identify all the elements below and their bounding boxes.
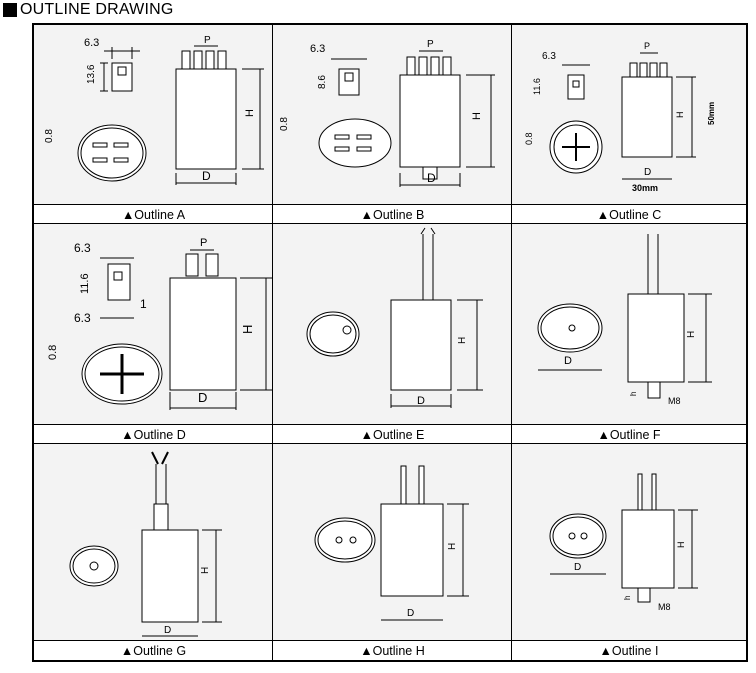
- grid-divider: [34, 443, 746, 444]
- outline-a-cell: 6.3 13.6 P H: [34, 25, 273, 224]
- outline-f-drawing: M8 h H D: [537, 234, 712, 406]
- outline-i-drawing: M8 h H D: [549, 473, 698, 612]
- dim-p-d: P: [200, 237, 207, 249]
- outline-f-caption: ▲Outline F: [512, 424, 746, 444]
- dim-p-c: P: [644, 41, 650, 51]
- grid-divider: [34, 223, 746, 224]
- dim-p-a: P: [204, 35, 211, 46]
- dim-1-d: 1: [140, 297, 147, 311]
- dim-h-e: H: [457, 337, 468, 344]
- outline-c-caption: ▲Outline C: [512, 204, 746, 224]
- dim-0-8-c: 0.8: [524, 132, 534, 145]
- outline-c-cell: 6.3 11.6 P H 50mm D 30mm: [512, 25, 746, 224]
- outline-g-drawing: H D: [69, 451, 222, 637]
- outline-c-drawing: 6.3 11.6 P H 50mm D 30mm: [524, 41, 716, 193]
- header-square-icon: [3, 3, 17, 17]
- dim-hs-f: h: [629, 392, 638, 396]
- outline-f-cell: M8 h H D ▲Outline F: [512, 224, 746, 444]
- dim-0-8-a: 0.8: [44, 129, 55, 143]
- dim-m8-i: M8: [658, 602, 671, 612]
- dim-8-6-b: 8.6: [317, 75, 328, 89]
- dim-d-f: D: [564, 355, 572, 367]
- outline-d-cell: 6.3 11.6 1 6.3 P H D: [34, 224, 273, 444]
- outline-b-caption: ▲Outline B: [273, 204, 512, 224]
- grid-divider: [272, 25, 273, 660]
- dim-d-e: D: [417, 395, 425, 407]
- dim-13-6-a: 13.6: [86, 64, 97, 84]
- dim-d-g: D: [164, 625, 171, 636]
- dim-h-c: H: [675, 112, 685, 119]
- dim-h-g: H: [200, 567, 211, 574]
- dim-50mm-c: 50mm: [707, 102, 716, 125]
- dim-h-i: H: [676, 542, 686, 549]
- outline-b-drawing: 6.3 8.6 P H D: [279, 39, 495, 187]
- outline-h-drawing: H D: [314, 465, 469, 621]
- page-header: OUTLINE DRAWING: [3, 0, 174, 20]
- outline-g-caption: ▲Outline G: [34, 640, 273, 660]
- outline-e-drawing: H D: [306, 227, 483, 408]
- outline-i-cell: M8 h H D ▲Outline I: [512, 444, 746, 660]
- dim-30mm-c: 30mm: [632, 183, 658, 193]
- dim-6-3-d1: 6.3: [74, 241, 91, 255]
- grid-divider: [511, 25, 512, 660]
- dim-0-8-d: 0.8: [47, 345, 59, 360]
- dim-6-3-a: 6.3: [84, 37, 99, 49]
- dim-hs-i: h: [623, 596, 632, 600]
- dim-h-f: H: [686, 331, 697, 338]
- outline-d-drawing: 6.3 11.6 1 6.3 P H D: [47, 237, 272, 410]
- dim-h-a: H: [244, 109, 256, 117]
- outline-d-caption: ▲Outline D: [34, 424, 273, 444]
- dim-d-i: D: [574, 562, 581, 573]
- dim-d-c: D: [644, 167, 651, 178]
- outline-e-caption: ▲Outline E: [273, 424, 512, 444]
- dim-h-h: H: [447, 543, 458, 550]
- outline-b-cell: 6.3 8.6 P H D: [273, 25, 512, 224]
- dim-11-6-c: 11.6: [532, 78, 542, 95]
- outline-grid: 6.3 13.6 P H: [32, 23, 748, 662]
- dim-d-a: D: [202, 169, 211, 183]
- outline-a-caption: ▲Outline A: [34, 204, 273, 224]
- dim-11-6-d: 11.6: [79, 273, 91, 294]
- outline-h-caption: ▲Outline H: [273, 640, 512, 660]
- dim-6-3-d2: 6.3: [74, 311, 91, 325]
- dim-h-d: H: [240, 325, 255, 334]
- dim-m8-f: M8: [668, 396, 681, 406]
- outline-h-cell: H D ▲Outline H: [273, 444, 512, 660]
- dim-d-d: D: [198, 390, 207, 405]
- dim-6-3-c: 6.3: [542, 51, 556, 62]
- dim-d-h: D: [407, 608, 414, 619]
- outline-i-caption: ▲Outline I: [512, 640, 746, 660]
- dim-6-3-b: 6.3: [310, 43, 325, 55]
- outline-e-cell: H D ▲Outline E: [273, 224, 512, 444]
- dim-d-b: D: [427, 171, 436, 185]
- outline-a-drawing: 6.3 13.6 P H: [44, 35, 264, 185]
- outline-g-cell: H D ▲Outline G: [34, 444, 273, 660]
- dim-h-b: H: [471, 112, 483, 120]
- page-title: OUTLINE DRAWING: [20, 1, 174, 18]
- dim-0-8-b: 0.8: [279, 117, 290, 131]
- dim-p-b: P: [427, 39, 434, 50]
